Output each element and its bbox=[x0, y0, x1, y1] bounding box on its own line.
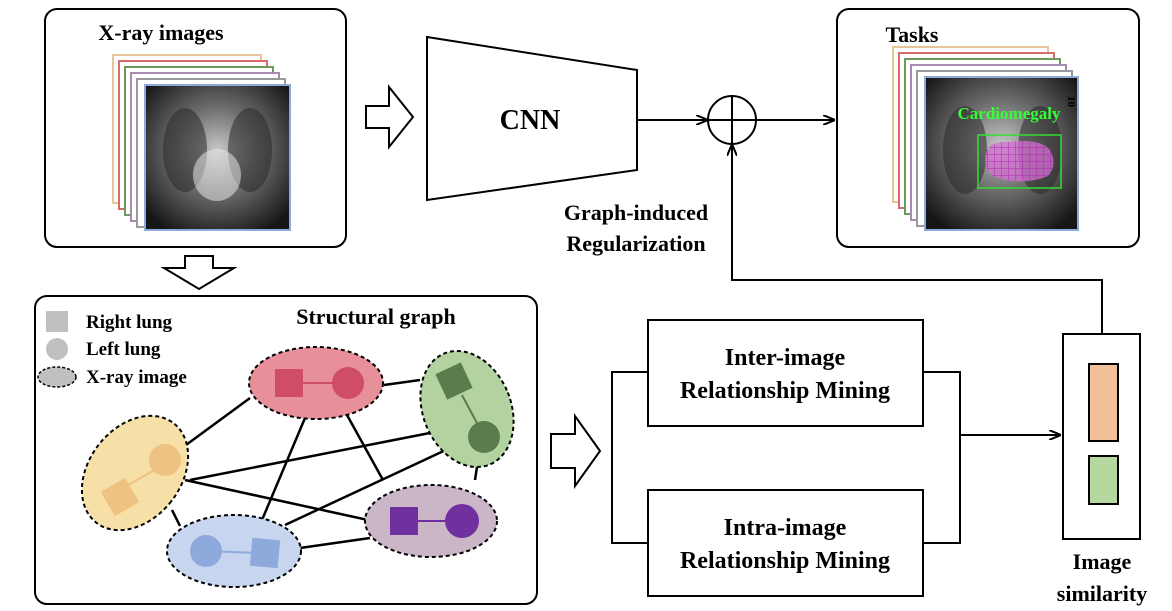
graph-node-blue bbox=[166, 514, 302, 588]
xray-images-title: X-ray images bbox=[98, 20, 224, 45]
legend-left-lung: Left lung bbox=[86, 339, 161, 360]
structural-graph-panel: Structural graph Right lung Left lung X-… bbox=[34, 295, 538, 605]
structural-graph-title: Structural graph bbox=[296, 304, 456, 329]
left-lung-legend-icon bbox=[46, 338, 68, 360]
regularization-label-line2: Regularization bbox=[566, 231, 705, 256]
cnn-block: CNN bbox=[426, 35, 638, 202]
right-lung-icon bbox=[275, 369, 303, 397]
fusion-plus-icon bbox=[707, 95, 757, 145]
xray-image-legend-icon bbox=[37, 366, 77, 388]
left-lung-icon bbox=[332, 367, 364, 399]
intra-image-line1: Intra-image bbox=[724, 515, 847, 541]
legend-xray-image: X-ray image bbox=[86, 367, 187, 388]
left-lung-icon bbox=[149, 444, 181, 476]
cnn-label: CNN bbox=[500, 105, 561, 136]
hollow-arrow-right-icon bbox=[365, 84, 415, 150]
left-lung-icon bbox=[190, 535, 222, 567]
graph-legend: Right lung Left lung X-ray image bbox=[37, 311, 187, 388]
tasks-title: Tasks bbox=[885, 22, 938, 47]
xray-stack bbox=[112, 54, 291, 231]
image-similarity-line2: similarity bbox=[1057, 581, 1147, 606]
cardiomegaly-bbox bbox=[977, 134, 1062, 189]
hollow-arrow-down-icon bbox=[160, 255, 238, 291]
inter-image-line2: Relationship Mining bbox=[680, 378, 890, 404]
cardiomegaly-label: Cardiomegaly bbox=[958, 104, 1061, 123]
inter-image-mining-box: Inter-image Relationship Mining bbox=[647, 319, 924, 427]
task-image-stack: 10 Cardiomegaly bbox=[892, 46, 1079, 231]
similarity-bar-green bbox=[1088, 455, 1119, 505]
tasks-panel: Tasks 10 Cardiomegaly bbox=[836, 8, 1140, 248]
image-similarity-line1: Image bbox=[1073, 549, 1132, 574]
graph-edges bbox=[170, 378, 480, 550]
left-lung-icon bbox=[445, 504, 479, 538]
right-lung-legend-icon bbox=[46, 311, 68, 332]
inter-image-line1: Inter-image bbox=[725, 345, 846, 371]
similarity-bar-orange bbox=[1088, 363, 1119, 442]
intra-image-mining-box: Intra-image Relationship Mining bbox=[647, 489, 924, 597]
right-lung-icon bbox=[100, 477, 140, 517]
mining-connectors bbox=[611, 371, 961, 544]
regularization-feedback-arrow bbox=[732, 145, 1103, 334]
legend-right-lung: Right lung bbox=[86, 312, 173, 333]
right-lung-icon bbox=[249, 537, 281, 569]
xray-images-panel: X-ray images bbox=[44, 8, 347, 248]
graph-node-green bbox=[419, 349, 515, 469]
image-similarity-block: Image similarity bbox=[1057, 333, 1147, 606]
task-image-marker: 10 bbox=[1065, 96, 1077, 108]
graph-node-yellow bbox=[80, 414, 190, 532]
graph-node-pink bbox=[248, 346, 384, 420]
graph-node-purple bbox=[364, 484, 498, 558]
right-lung-icon bbox=[390, 507, 418, 535]
regularization-label-line1: Graph-induced bbox=[564, 200, 708, 225]
hollow-arrow-right-icon-2 bbox=[550, 412, 602, 490]
intra-image-line2: Relationship Mining bbox=[680, 548, 890, 574]
left-lung-icon bbox=[468, 421, 500, 453]
right-lung-icon bbox=[435, 362, 473, 400]
